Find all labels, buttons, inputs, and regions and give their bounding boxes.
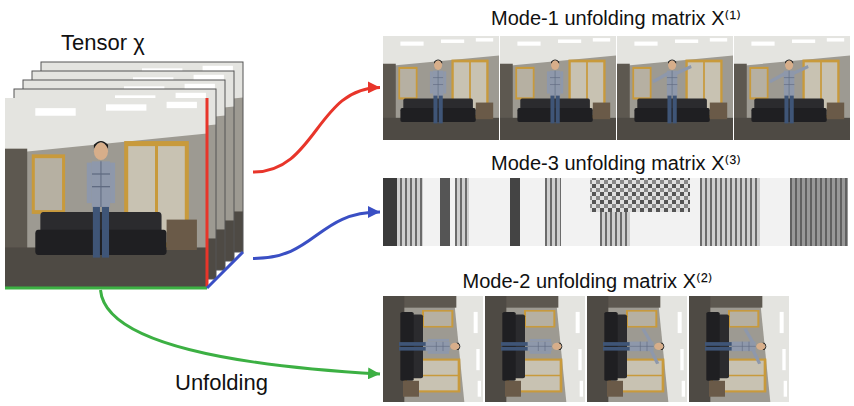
mode-2-edge — [5, 287, 207, 290]
mode-1-edge — [206, 98, 209, 288]
node-title: Mode-1 unfolding matrix X⁽¹⁾ — [380, 5, 852, 31]
unfolding-strip: Mode-2 unfolding matrix X⁽²⁾ — [380, 268, 795, 404]
unfolding-arrow — [253, 212, 380, 259]
tensor-stack — [5, 62, 243, 288]
unfolding-arrow — [253, 87, 380, 172]
unfolding-strip: Mode-1 unfolding matrix X⁽¹⁾ — [380, 2, 852, 142]
mode-3-strip — [383, 178, 848, 246]
node-title: Tensor χ — [61, 30, 253, 56]
edge-label: Unfolding — [172, 370, 271, 396]
unfolding-arrow — [101, 290, 381, 374]
mode-3-edge — [207, 252, 243, 288]
unfolding-strip: Mode-3 unfolding matrix X⁽³⁾ — [380, 148, 852, 248]
mode-1-strip — [383, 36, 850, 140]
mode-2-strip — [383, 296, 789, 402]
node-title: Mode-3 unfolding matrix X⁽³⁾ — [380, 150, 852, 176]
tensor-stack-box: Tensor χ — [3, 28, 253, 290]
node-title: Mode-2 unfolding matrix X⁽²⁾ — [380, 268, 795, 294]
